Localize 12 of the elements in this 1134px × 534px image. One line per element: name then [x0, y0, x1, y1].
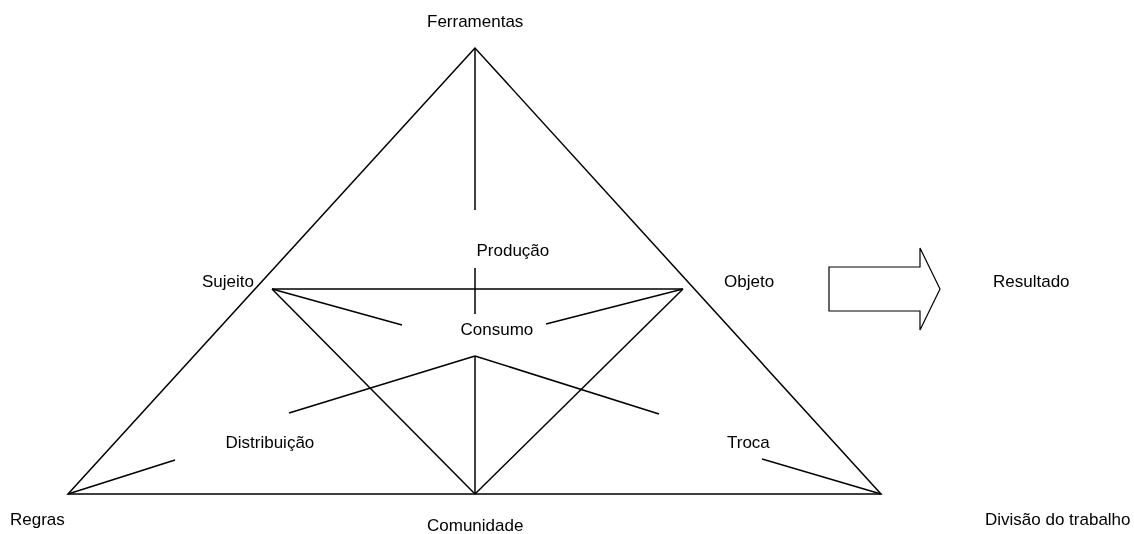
region-label: Troca: [727, 433, 770, 453]
vertex-label: Resultado: [993, 272, 1070, 292]
vertex-label: Comunidade: [427, 516, 524, 534]
vertex-label: Sujeito: [202, 272, 254, 292]
vertex-label: Objeto: [724, 272, 775, 292]
vertex-label: Divisão do trabalho: [985, 510, 1131, 530]
block-arrow: [828, 247, 941, 331]
region-label: Consumo: [460, 320, 534, 340]
region-label: Produção: [476, 241, 550, 261]
region-label: Distribuição: [225, 433, 315, 453]
vertex-label: Regras: [10, 510, 65, 530]
vertex-label: Ferramentas: [427, 12, 524, 32]
